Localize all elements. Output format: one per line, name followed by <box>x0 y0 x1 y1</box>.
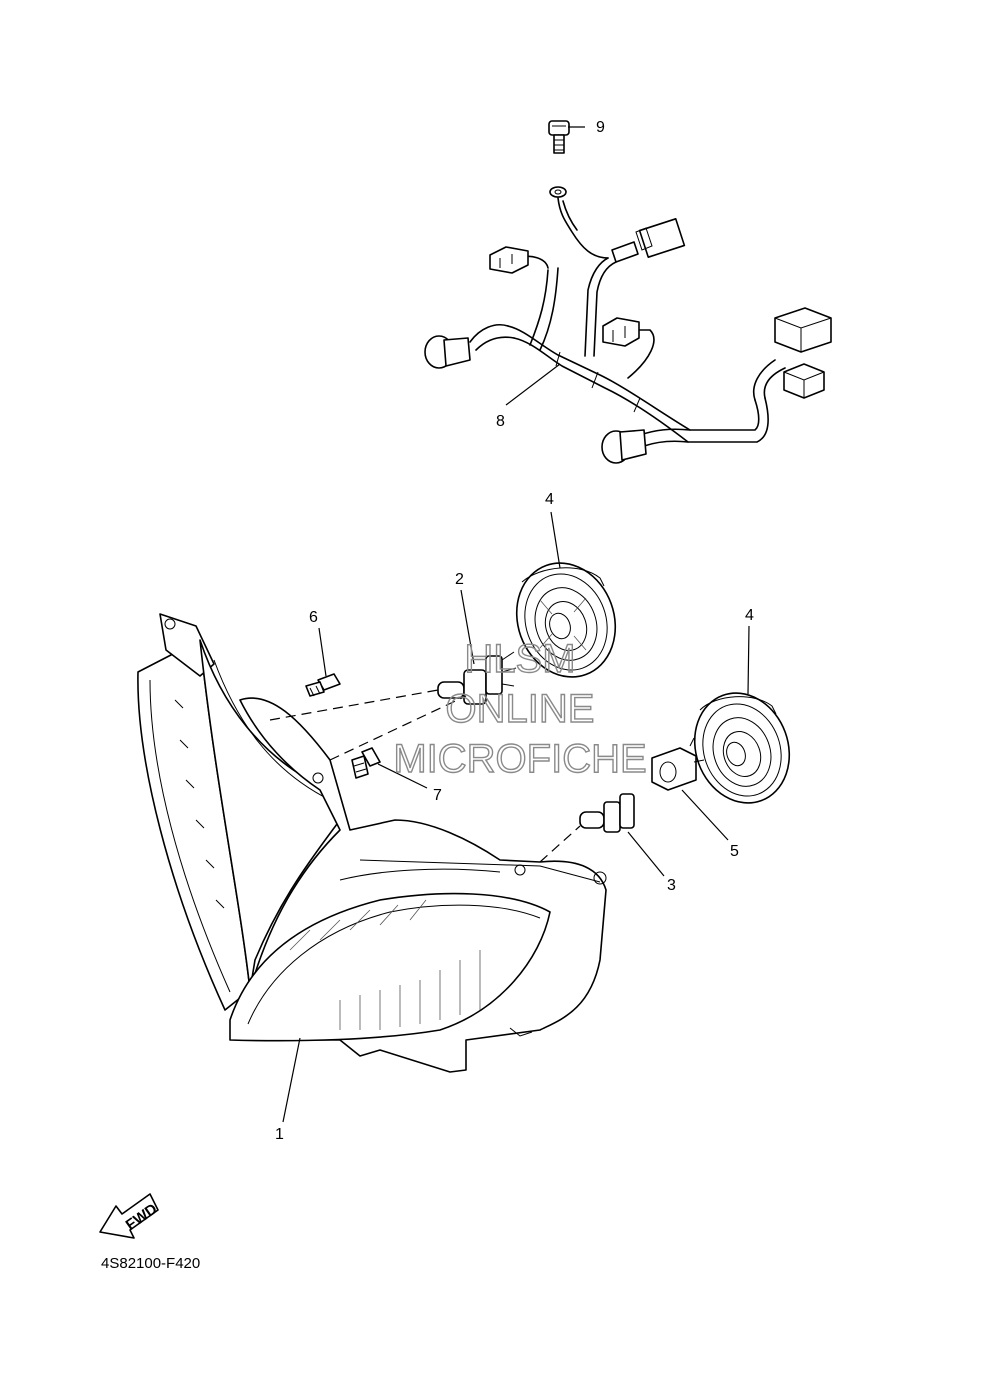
watermark-line-3: MICROFICHE <box>393 737 646 781</box>
callout-8: 8 <box>496 413 505 430</box>
callout-4-upper: 4 <box>545 491 554 508</box>
callout-6: 6 <box>309 609 318 626</box>
bolt-part-9[interactable] <box>548 120 570 198</box>
callout-9: 9 <box>596 119 605 136</box>
socket-part-5[interactable] <box>651 737 705 791</box>
callout-2: 2 <box>455 571 464 588</box>
fwd-arrow-icon: FWD <box>99 1193 161 1239</box>
diagram-part-code: 4S82100-F420 <box>101 1255 200 1272</box>
bulb-cover-part-4-upper[interactable] <box>501 549 631 691</box>
headlight-assembly-part-1[interactable] <box>137 613 607 1073</box>
bulb-cover-part-4-lower[interactable] <box>680 680 805 817</box>
wire-harness-part-8[interactable] <box>424 197 832 464</box>
screw-part-6[interactable] <box>305 673 341 697</box>
leader-lines <box>269 126 750 1123</box>
callout-1: 1 <box>275 1126 284 1143</box>
callout-3: 3 <box>667 877 676 894</box>
callout-5: 5 <box>730 843 739 860</box>
callout-4-lower: 4 <box>745 607 754 624</box>
callout-7: 7 <box>433 787 442 804</box>
watermark-line-1: HLSM <box>464 637 575 681</box>
screw-part-7[interactable] <box>351 747 381 779</box>
bulb-part-3[interactable] <box>579 793 635 833</box>
bulb-part-2[interactable] <box>437 651 517 705</box>
watermark-line-2: ONLINE <box>446 687 595 731</box>
